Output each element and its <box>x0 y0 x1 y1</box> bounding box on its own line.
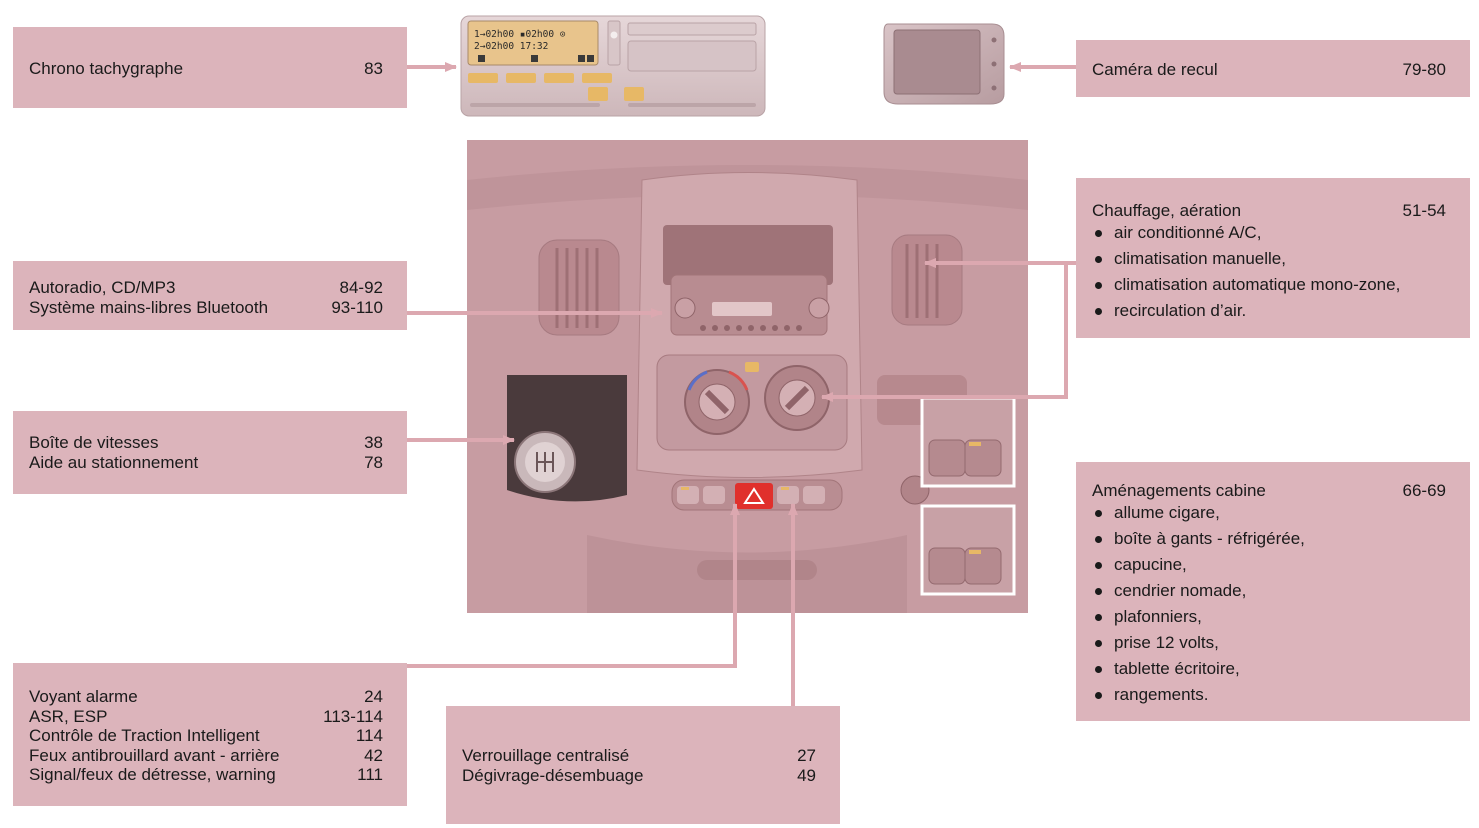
callout-camera-recul: Caméra de recul 79-80 <box>1076 40 1470 97</box>
callout-row: Signal/feux de détresse, warning 111 <box>29 765 383 785</box>
callout-boite-vitesses: Boîte de vitesses 38 Aide au stationneme… <box>13 411 407 494</box>
callout-row: Aide au stationnement 78 <box>29 453 383 473</box>
callout-label: Dégivrage-désembuage <box>462 765 644 785</box>
list-item: allume cigare, <box>1092 500 1446 526</box>
callout-chrono-tachygraphe: Chrono tachygraphe 83 <box>13 27 407 108</box>
callout-label: Caméra de recul <box>1092 60 1218 79</box>
list-item: climatisation manuelle, <box>1092 246 1446 272</box>
callout-label: Verrouillage centralisé <box>462 746 630 765</box>
callout-page: 79-80 <box>1402 60 1446 79</box>
feature-list: air conditionné A/C, climatisation manue… <box>1092 220 1446 324</box>
callout-row: Aménagements cabine 66-69 <box>1092 481 1446 501</box>
callout-label: Voyant alarme <box>29 687 138 706</box>
feature-list: allume cigare, boîte à gants - réfrigéré… <box>1092 500 1446 708</box>
callout-row: Verrouillage centralisé 27 <box>462 746 816 766</box>
tachograph-display-line1: 1→02h00 ▪02h00 ⊙ <box>474 29 566 40</box>
callout-row: Dégivrage-désembuage 49 <box>462 766 816 786</box>
callout-voyant-alarme: Voyant alarme 24 ASR, ESP 113-114 Contrô… <box>13 663 407 806</box>
callout-row: Boîte de vitesses 38 <box>29 433 383 453</box>
callout-row: Chauffage, aération 51-54 <box>1092 201 1446 221</box>
callout-page: 78 <box>364 452 383 472</box>
list-item: capucine, <box>1092 552 1446 578</box>
list-item: prise 12 volts, <box>1092 630 1446 656</box>
callout-label: Aide au stationnement <box>29 452 199 472</box>
list-item: climatisation automatique mono-zone, <box>1092 272 1446 298</box>
callout-row: Chrono tachygraphe 83 <box>29 59 383 79</box>
list-item: plafonniers, <box>1092 604 1446 630</box>
callout-page: 49 <box>797 765 816 785</box>
callout-amenagements-cabine: Aménagements cabine 66-69 allume cigare,… <box>1076 462 1470 721</box>
callout-label: Autoradio, CD/MP3 <box>29 278 176 297</box>
callout-title: Aménagements cabine <box>1092 481 1266 500</box>
callout-page: 114 <box>355 726 383 745</box>
callout-row: Feux antibrouillard avant - arrière 42 <box>29 746 383 766</box>
callout-label: Boîte de vitesses <box>29 433 159 452</box>
callout-autoradio: Autoradio, CD/MP3 84-92 Système mains-li… <box>13 261 407 330</box>
callout-page: 83 <box>364 59 383 78</box>
callout-title: Chauffage, aération <box>1092 201 1242 220</box>
callout-row: Contrôle de Traction Intelligent 114 <box>29 726 383 746</box>
callout-page: 66-69 <box>1402 481 1446 500</box>
list-item: cendrier nomade, <box>1092 578 1446 604</box>
callout-page: 51-54 <box>1402 201 1446 220</box>
callout-label: Feux antibrouillard avant - arrière <box>29 745 280 765</box>
callout-page: 111 <box>357 765 383 784</box>
tachograph-illustration: 1→02h00 ▪02h00 ⊙ 2→02h00 17:32 <box>460 15 766 117</box>
callout-row: Voyant alarme 24 <box>29 687 383 707</box>
callout-page: 84-92 <box>339 278 383 297</box>
callout-chauffage: Chauffage, aération 51-54 air conditionn… <box>1076 178 1470 338</box>
callout-page: 38 <box>364 433 383 452</box>
callout-row: ASR, ESP 113-114 <box>29 707 383 727</box>
callout-page: 27 <box>797 746 816 765</box>
camera-screen-illustration <box>883 23 1005 105</box>
list-item: recirculation d’air. <box>1092 298 1446 324</box>
callout-label: Signal/feux de détresse, warning <box>29 765 276 784</box>
list-item: tablette écritoire, <box>1092 656 1446 682</box>
callout-label: Contrôle de Traction Intelligent <box>29 726 260 745</box>
callout-row: Caméra de recul 79-80 <box>1092 60 1446 80</box>
list-item: boîte à gants - réfrigérée, <box>1092 526 1446 552</box>
callout-label: Système mains-libres Bluetooth <box>29 297 269 317</box>
callout-page: 24 <box>364 687 383 706</box>
callout-page: 42 <box>364 745 383 765</box>
callout-label: Chrono tachygraphe <box>29 59 184 78</box>
dashboard-illustration <box>467 140 1028 613</box>
list-item: rangements. <box>1092 682 1446 708</box>
callout-verrouillage: Verrouillage centralisé 27 Dégivrage-dés… <box>446 706 840 824</box>
callout-row: Système mains-libres Bluetooth 93-110 <box>29 298 383 318</box>
callout-page: 93-110 <box>331 297 383 317</box>
callout-row: Autoradio, CD/MP3 84-92 <box>29 278 383 298</box>
callout-page: 113-114 <box>323 706 383 726</box>
list-item: air conditionné A/C, <box>1092 220 1446 246</box>
tachograph-display-line2: 2→02h00 17:32 <box>474 41 548 52</box>
callout-label: ASR, ESP <box>29 706 108 726</box>
